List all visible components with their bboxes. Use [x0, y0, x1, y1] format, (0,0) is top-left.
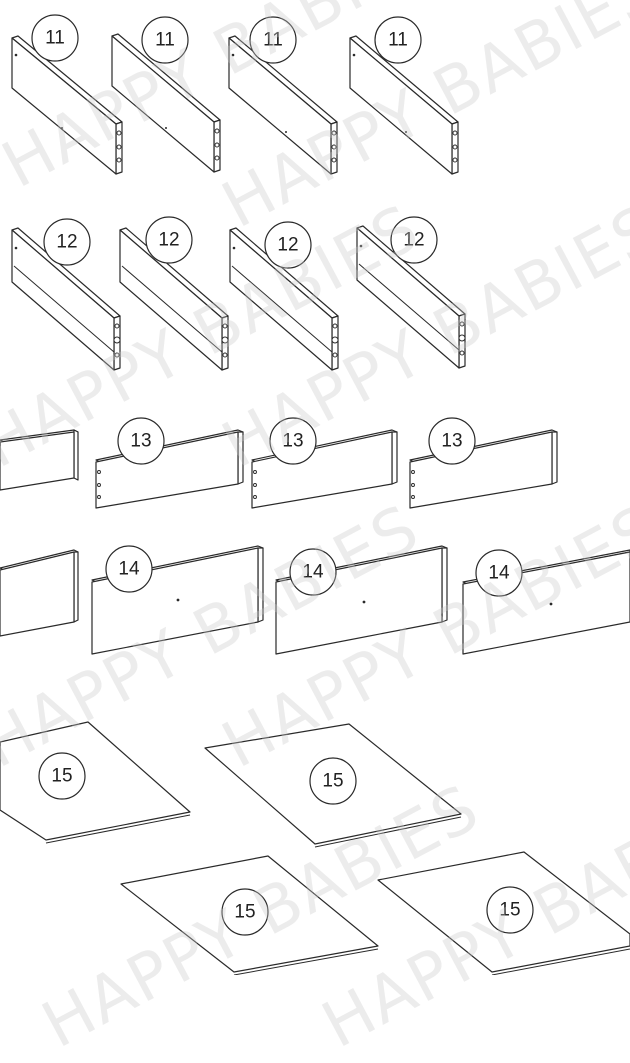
part-13-board: 13 — [251, 417, 398, 509]
part-number-label: 15 — [322, 771, 343, 792]
part-12-rail: 12 — [229, 221, 339, 371]
part-15-sheet: 15 — [204, 723, 462, 848]
part-14-panel: 14 — [462, 549, 630, 655]
part-11-rail: 11 — [11, 14, 123, 175]
part-14-panel: 14 — [91, 545, 264, 655]
part-13-board: 13 — [95, 417, 244, 509]
part-number-label: 14 — [488, 563, 510, 584]
part-12-rail: 12 — [119, 216, 229, 371]
part-number-label: 12 — [403, 230, 424, 251]
part-number-label: 13 — [441, 431, 462, 452]
part-13-board-cropped — [0, 429, 79, 491]
part-13-board: 13 — [409, 417, 558, 509]
part-number-label: 11 — [263, 30, 283, 51]
part-14-panel-cropped — [0, 549, 79, 637]
part-number-label: 11 — [388, 30, 408, 51]
part-number-label: 14 — [302, 562, 324, 583]
part-number-label: 15 — [499, 900, 520, 921]
part-11-rail: 11 — [228, 16, 338, 175]
part-12-rail: 12 — [11, 218, 121, 371]
part-15-sheet: 15 — [377, 851, 630, 975]
part-number-label: 15 — [51, 766, 72, 787]
part-14-panel: 14 — [275, 545, 448, 655]
part-number-label: 11 — [155, 30, 175, 51]
part-11-rail: 11 — [111, 16, 221, 173]
parts-diagram: 11 11 11 11 12 — [0, 14, 630, 975]
part-number-label: 15 — [234, 902, 255, 923]
part-number-label: 12 — [56, 232, 77, 253]
part-12-rail: 12 — [356, 216, 466, 369]
part-number-label: 12 — [277, 235, 298, 256]
part-11-rail: 11 — [349, 16, 459, 175]
part-15-sheet: 15 — [0, 721, 191, 844]
part-number-label: 11 — [45, 28, 65, 49]
part-15-sheet: 15 — [120, 855, 379, 975]
part-number-label: 13 — [130, 431, 151, 452]
part-number-label: 12 — [158, 230, 179, 251]
part-number-label: 13 — [282, 431, 303, 452]
part-number-label: 14 — [118, 559, 140, 580]
